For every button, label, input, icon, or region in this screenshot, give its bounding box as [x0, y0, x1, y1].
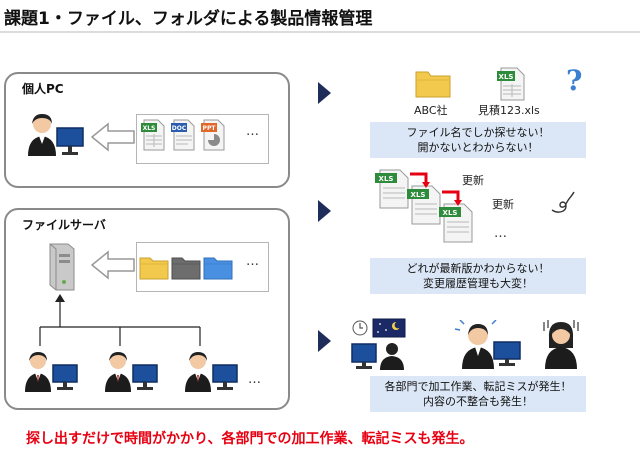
personal-pc-label: 個人PC	[22, 82, 64, 96]
user-server-connector-lines	[39, 294, 201, 346]
svg-text:XLS: XLS	[379, 175, 394, 183]
gray-folder-icon	[171, 257, 201, 280]
arrow-right-icon	[318, 330, 331, 352]
question-mark-icon: ?	[566, 64, 583, 97]
svg-text:PPT: PPT	[203, 125, 217, 132]
svg-text:XLS: XLS	[411, 191, 426, 199]
blue-folder-icon	[203, 257, 233, 280]
user-at-pc-icon	[28, 114, 84, 156]
svg-text:XLS: XLS	[143, 125, 156, 132]
night-window-icon	[372, 318, 406, 338]
callout-line: 各部門で加工作業、転記ミスが発生！	[384, 380, 572, 393]
more-files-ellipsis: …	[246, 124, 260, 139]
svg-text:XLS: XLS	[443, 209, 458, 217]
file-caption: 見積123.xls	[478, 104, 540, 117]
hollow-arrow-left-icon	[90, 250, 135, 280]
issue-callout-versions: どれが最新版かわからない！ 変更履歴管理も大変！	[370, 258, 586, 294]
hollow-arrow-left-icon	[90, 122, 135, 152]
issue-callout-search: ファイル名でしか探せない！ 開かないとわからない！	[370, 122, 586, 158]
svg-text:XLS: XLS	[499, 73, 514, 81]
more-versions-ellipsis: …	[494, 226, 508, 241]
folder-caption: ABC社	[414, 104, 448, 117]
sigh-swirl-icon	[551, 191, 575, 213]
more-folders-ellipsis: …	[246, 254, 260, 269]
callout-line: どれが最新版かわからない！	[406, 262, 550, 275]
callout-line: 開かないとわからない！	[417, 141, 539, 154]
file-server-label: ファイルサーバ	[22, 218, 106, 232]
update-label: 更新	[462, 174, 484, 187]
callout-line: ファイル名でしか探せない！	[406, 126, 550, 139]
yellow-folder-icon	[139, 257, 169, 280]
arrow-right-icon	[318, 82, 331, 104]
server-tower-icon	[49, 243, 75, 291]
excel-file-icon: XLS	[141, 119, 165, 151]
user-at-pc-icon	[105, 352, 158, 392]
powerpoint-file-icon: PPT	[201, 119, 225, 151]
arrow-right-icon	[318, 200, 331, 222]
callout-line: 変更履歴管理も大変！	[423, 277, 533, 290]
update-label: 更新	[492, 198, 514, 211]
overtime-worker-icon	[351, 343, 404, 370]
clock-icon	[352, 320, 368, 336]
monitor-icon	[493, 341, 521, 366]
more-users-ellipsis: …	[248, 372, 262, 387]
callout-line: 内容の不整合も発生！	[423, 395, 533, 408]
page-title: 課題1・ファイル、フォルダによる製品情報管理	[4, 9, 373, 29]
user-at-pc-icon	[185, 352, 238, 392]
yellow-folder-icon	[415, 71, 451, 98]
file-versions-icon: XLS XLS XLS	[375, 169, 473, 243]
worried-man-icon	[454, 320, 497, 369]
user-at-pc-icon	[25, 352, 78, 392]
issue-callout-errors: 各部門で加工作業、転記ミスが発生！ 内容の不整合も発生！	[370, 376, 586, 412]
title-divider	[0, 31, 640, 33]
word-file-icon: DOC	[171, 119, 195, 151]
stressed-woman-icon	[543, 320, 579, 369]
excel-file-icon: XLS	[497, 67, 525, 101]
summary-note: 探し出すだけで時間がかかり、各部門での加工作業、転記ミスも発生。	[26, 431, 474, 447]
svg-text:DOC: DOC	[172, 125, 187, 132]
